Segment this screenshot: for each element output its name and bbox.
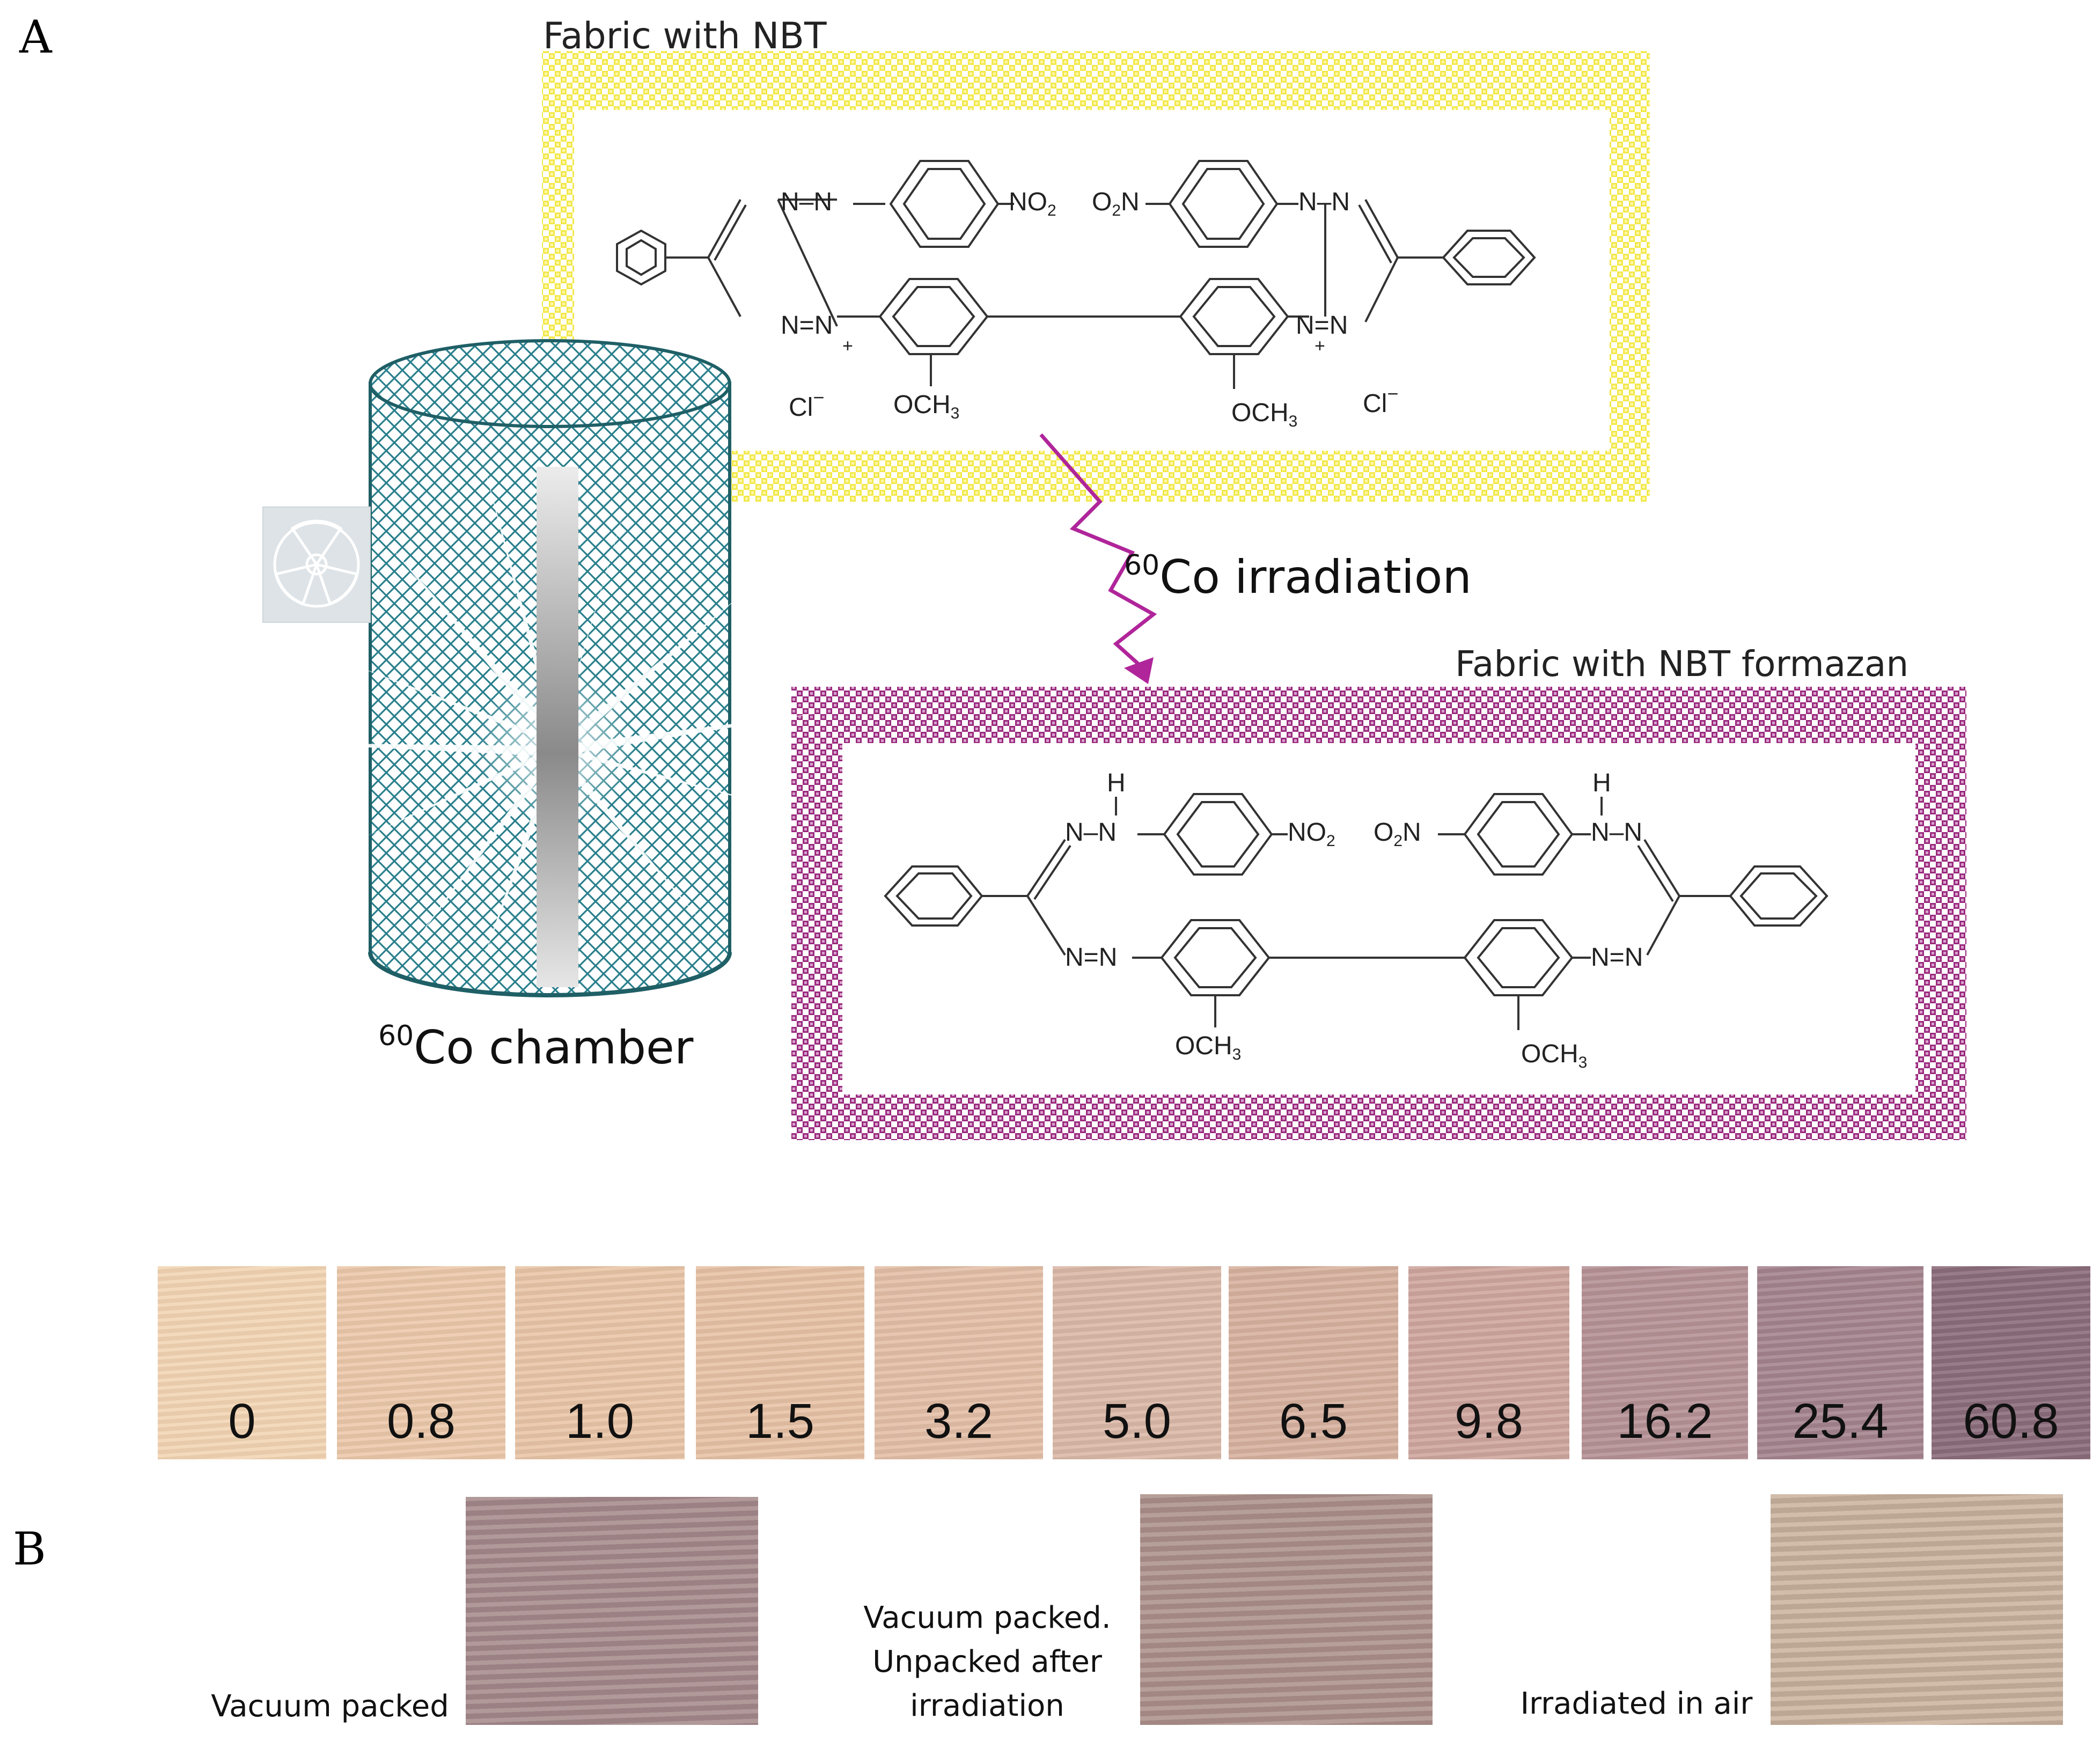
dose-label: 9.8 xyxy=(1455,1394,1523,1449)
nbt-label-nn-right-top: N–N xyxy=(1298,188,1350,216)
dose-swatch: 6.5 xyxy=(1229,1266,1398,1459)
dose-label: 0 xyxy=(228,1394,256,1449)
nbt-label-nn-right-bottom: N=N xyxy=(1296,311,1348,340)
irradiation-label: 60Co irradiation xyxy=(1124,549,1472,604)
formazan-label-och3-right: OCH3 xyxy=(1521,1040,1587,1071)
sample-irradiated-in-air xyxy=(1771,1494,2063,1725)
dose-label: 16.2 xyxy=(1617,1394,1713,1449)
formazan-label-no2: NO2 xyxy=(1288,818,1335,850)
dose-label: 25.4 xyxy=(1792,1394,1889,1449)
nbt-label-no2-left: NO2 xyxy=(1009,188,1056,219)
nbt-structure xyxy=(616,160,1536,389)
dose-label: 60.8 xyxy=(1963,1394,2059,1449)
cobalt-source-rod xyxy=(537,467,578,987)
sample-caption-irradiated-in-air: Irradiated in air xyxy=(1520,1686,1753,1721)
formazan-label-nn-right-bottom: N=N xyxy=(1591,943,1643,972)
formazan-label-o2n: O2N xyxy=(1374,818,1421,850)
nbt-label-cl-right: Cl− xyxy=(1363,383,1398,418)
dose-swatch: 1.0 xyxy=(515,1266,685,1459)
formazan-label-h-right: H xyxy=(1592,769,1611,797)
dose-label: 5.0 xyxy=(1103,1394,1171,1449)
dose-label: 3.2 xyxy=(924,1394,993,1449)
dose-swatch: 9.8 xyxy=(1408,1266,1569,1459)
nbt-label-plus-right: + xyxy=(1315,336,1325,356)
dose-label: 6.5 xyxy=(1279,1394,1348,1449)
sample-unpacked-after-irradiation xyxy=(1140,1494,1433,1725)
formazan-label-nn-right-top: N–N xyxy=(1591,818,1642,847)
nbt-atom-labels: N–N NO2 O2N N–N N=N N=N + + Cl− Cl− OCH3… xyxy=(781,188,1398,430)
dose-swatch: 0.8 xyxy=(337,1266,505,1459)
radiation-hazard-icon xyxy=(262,506,371,623)
nbt-label-och3-left: OCH3 xyxy=(893,391,959,422)
nbt-label-cl-left: Cl− xyxy=(789,386,824,422)
sample-caption-vacuum-packed: Vacuum packed xyxy=(211,1689,449,1724)
formazan-box-title: Fabric with NBT formazan xyxy=(1455,643,1908,685)
formazan-label-och3-left: OCH3 xyxy=(1175,1032,1241,1063)
chamber-label: 60Co chamber xyxy=(378,1020,694,1075)
formazan-label-nn-left-top: N–N xyxy=(1065,818,1117,847)
nbt-label-plus-left: + xyxy=(842,336,853,356)
nbt-box-title: Fabric with NBT xyxy=(543,15,827,57)
dose-swatch: 5.0 xyxy=(1053,1266,1221,1459)
panel-b-letter: B xyxy=(13,1523,46,1575)
sample-caption-unpacked-after-irradiation: Vacuum packed. Unpacked after irradiatio… xyxy=(863,1600,1111,1723)
dose-label: 0.8 xyxy=(387,1394,456,1449)
dose-label: 1.0 xyxy=(566,1394,634,1449)
nbt-label-och3-right: OCH3 xyxy=(1231,399,1297,430)
panel-a-letter: A xyxy=(19,11,52,63)
formazan-label-h-left: H xyxy=(1107,769,1126,797)
formazan-fabric-frame xyxy=(791,687,1966,1140)
sample-vacuum-packed xyxy=(466,1497,758,1725)
dose-swatch: 1.5 xyxy=(696,1266,864,1459)
irradiation-arrow xyxy=(1039,433,1157,684)
panel-a-diagram: Fabric with NBT xyxy=(262,15,1966,1140)
dose-swatch: 60.8 xyxy=(1932,1266,2090,1459)
dose-swatch: 25.4 xyxy=(1757,1266,1923,1459)
nbt-label-o2n-right: O2N xyxy=(1092,188,1140,219)
dose-swatch: 3.2 xyxy=(875,1266,1043,1459)
dose-swatch: 16.2 xyxy=(1582,1266,1748,1459)
nbt-label-nn-left-bottom: N=N xyxy=(781,311,833,340)
formazan-label-nn-left-bottom: N=N xyxy=(1065,943,1117,972)
nbt-label-nn-left-top: N–N xyxy=(781,188,832,216)
formazan-atom-labels: H N–N NO2 O2N H N–N N=N N=N OCH3 OCH3 xyxy=(1065,769,1643,1071)
dose-label: 1.5 xyxy=(746,1394,814,1449)
formazan-structure xyxy=(884,793,1829,1030)
dose-swatch: 0 xyxy=(158,1266,326,1459)
